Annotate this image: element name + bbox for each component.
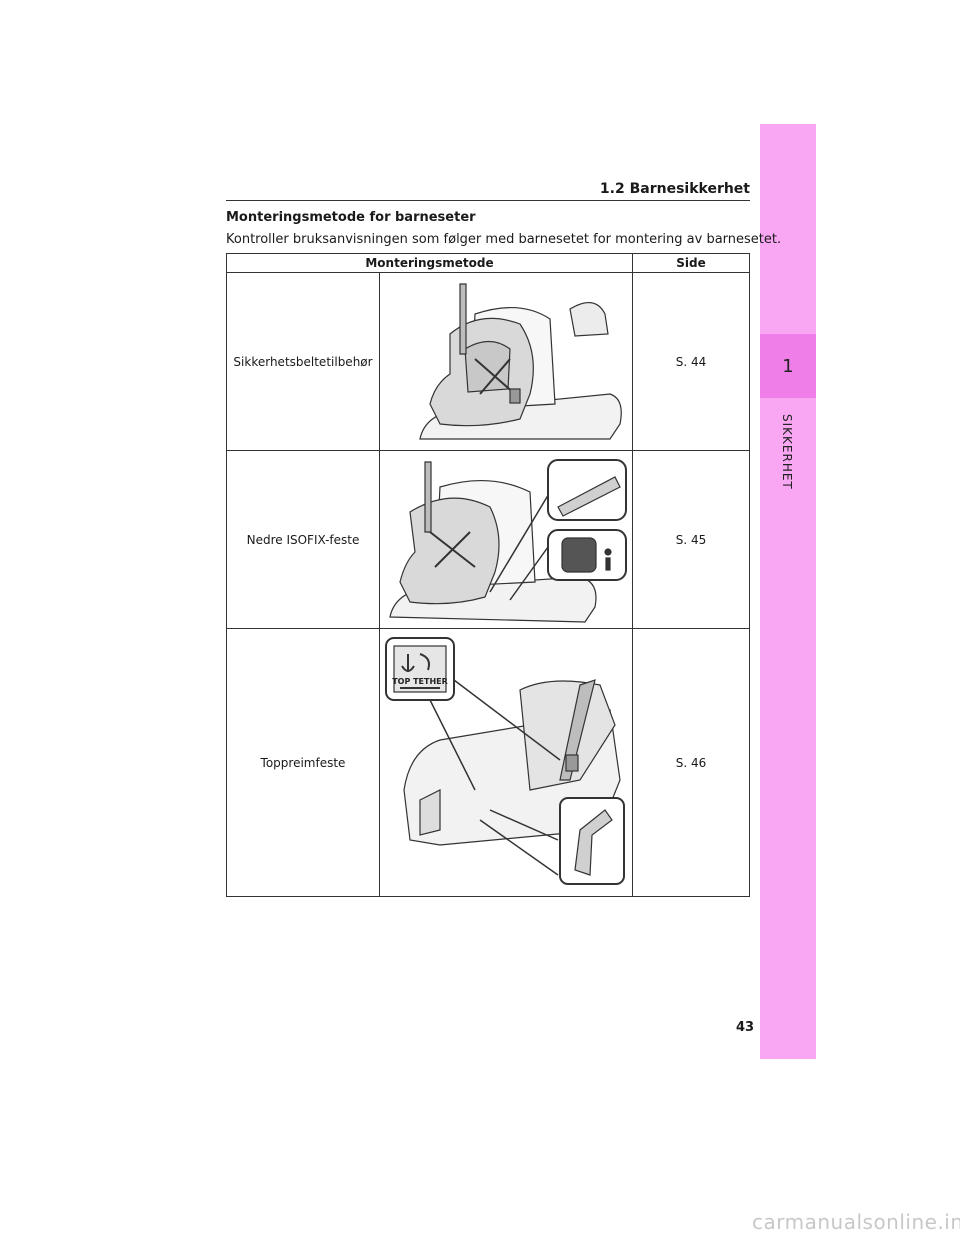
header-page: Side — [632, 253, 750, 273]
table-row: Nedre ISOFIX-feste — [226, 450, 750, 629]
watermark: carmanualsonline.info — [752, 1210, 960, 1234]
page-ref: S. 45 — [632, 450, 750, 629]
top-tether-child-seat-illustration: TOP TETHER — [379, 628, 633, 897]
isofix-child-seat-illustration — [379, 450, 633, 629]
top-tether-label: TOP TETHER — [392, 677, 448, 686]
table-header-row: Monteringsmetode Side — [226, 253, 750, 273]
method-label: Nedre ISOFIX-feste — [226, 450, 380, 629]
intro-text: Kontroller bruksanvisningen som følger m… — [226, 232, 782, 247]
chapter-number: 1 — [760, 334, 816, 398]
installation-method-table: Monteringsmetode Side Sikkerhetsbeltetil… — [226, 253, 750, 897]
page-heading: Monteringsmetode for barneseter — [226, 210, 476, 225]
page-ref: S. 46 — [632, 628, 750, 897]
method-label: Sikkerhetsbeltetilbehør — [226, 272, 380, 451]
page-ref: S. 44 — [632, 272, 750, 451]
page-number: 43 — [736, 1020, 755, 1035]
header-method: Monteringsmetode — [226, 253, 633, 273]
section-title: 1.2 Barnesikkerhet — [599, 181, 750, 197]
chapter-side-tab: 1 SIKKERHET — [760, 124, 816, 1059]
table-row: Sikkerhetsbeltetilbehør S. 44 — [226, 272, 750, 451]
table-row: Toppreimfeste TOP TETHER — [226, 628, 750, 897]
method-label: Toppreimfeste — [226, 628, 380, 897]
section-header: 1.2 Barnesikkerhet — [226, 178, 750, 201]
chapter-label: SIKKERHET — [780, 414, 794, 490]
seatbelt-child-seat-illustration — [379, 272, 633, 451]
